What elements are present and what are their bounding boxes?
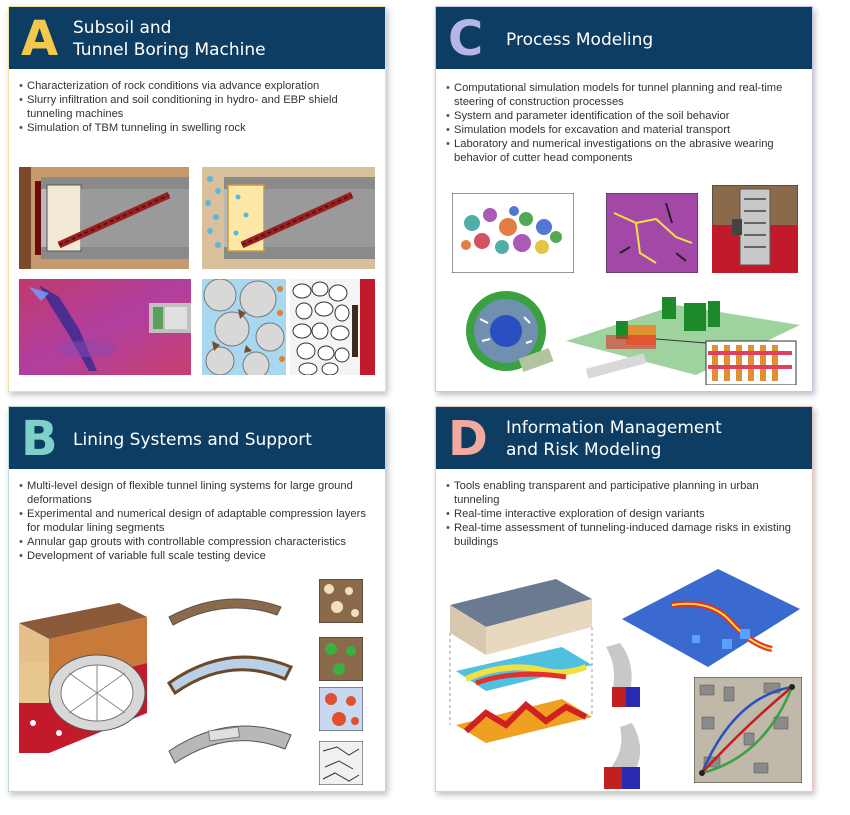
panel-b-title: Lining Systems and Support (73, 429, 312, 451)
material-sample-2 (319, 637, 363, 681)
panel-a-title-line-1: Subsoil and (73, 18, 172, 38)
panel-a-bullet-2: Slurry infiltration and soil conditionin… (19, 93, 375, 121)
tunnel-lining-block (19, 603, 147, 753)
lining-segment-brown (168, 598, 282, 626)
panel-d-letter: D (448, 411, 488, 467)
panel-c-title-line-1: Process Modeling (506, 30, 654, 50)
panel-a-title-line-2: Tunnel Boring Machine (73, 40, 266, 60)
exploration-heatmap (19, 279, 191, 375)
panel-d-bullet-3: Real-time assessment of tunneling-induce… (446, 521, 802, 549)
panel-d-bullets: Tools enabling transparent and participa… (446, 479, 802, 549)
panel-a-title: Subsoil and Tunnel Boring Machine (73, 17, 266, 61)
panel-b-bullet-1: Multi-level design of flexible tunnel li… (19, 479, 375, 507)
panel-b-title-line-1: Lining Systems and Support (73, 430, 312, 450)
panel-a-letter: A (21, 11, 59, 67)
panel-c-bullet-2: System and parameter identification of t… (446, 109, 802, 123)
material-sample-4 (319, 741, 363, 785)
panel-d-title-line-1: Information Management (506, 418, 722, 438)
panel-c: C Process Modeling Computational simulat… (435, 6, 813, 392)
cutter-head-model (466, 291, 554, 373)
settlement-map-3d (622, 569, 800, 667)
panel-c-bullet-4: Laboratory and numerical investigations … (446, 137, 802, 165)
tunnel-site-model (566, 297, 800, 385)
lining-segment-grey (168, 725, 292, 764)
panel-d-header: D Information Management and Risk Modeli… (436, 407, 812, 469)
panel-a-bullet-1: Characterization of rock conditions via … (19, 79, 375, 93)
panel-b-header: B Lining Systems and Support (9, 407, 385, 469)
material-sample-1 (319, 579, 363, 623)
tbm-illustration-2 (202, 167, 375, 269)
route-alignment-map (694, 677, 802, 783)
slurry-grain-model (202, 279, 286, 375)
panel-a-bullet-3: Simulation of TBM tunneling in swelling … (19, 121, 375, 135)
layered-city-model (449, 579, 593, 743)
panel-b: B Lining Systems and Support Multi-level… (8, 406, 386, 792)
panel-c-title: Process Modeling (506, 29, 653, 51)
panel-c-bullet-3: Simulation models for excavation and mat… (446, 123, 802, 137)
cutter-disc-model (712, 185, 798, 273)
panel-d-title: Information Management and Risk Modeling (506, 417, 722, 461)
lining-segment-blue (166, 655, 294, 696)
panel-b-bullet-2: Experimental and numerical design of ada… (19, 507, 375, 535)
material-sample-3 (319, 687, 363, 731)
tunnel-tube-2 (604, 723, 641, 789)
panel-a-bullets: Characterization of rock conditions via … (19, 79, 375, 135)
panel-b-bullet-3: Annular gap grouts with controllable com… (19, 535, 375, 549)
crack-simulation (606, 193, 698, 273)
panel-b-bullets: Multi-level design of flexible tunnel li… (19, 479, 375, 563)
panel-d-bullet-1: Tools enabling transparent and participa… (446, 479, 802, 507)
panel-c-bullet-1: Computational simulation models for tunn… (446, 81, 802, 109)
panel-c-bullets: Computational simulation models for tunn… (446, 81, 802, 165)
panel-b-letter: B (21, 411, 58, 467)
panel-c-letter: C (448, 11, 484, 67)
soil-particle-model (452, 193, 574, 273)
panel-a-header: A Subsoil and Tunnel Boring Machine (9, 7, 385, 69)
tbm-illustration-1 (19, 167, 189, 269)
swelling-rock-model (290, 279, 375, 375)
panel-d-title-line-2: and Risk Modeling (506, 440, 662, 460)
tunnel-tube-1 (606, 643, 640, 707)
panel-d-bullet-2: Real-time interactive exploration of des… (446, 507, 802, 521)
panel-b-bullet-4: Development of variable full scale testi… (19, 549, 375, 563)
panel-a: A Subsoil and Tunnel Boring Machine Char… (8, 6, 386, 392)
panel-d: D Information Management and Risk Modeli… (435, 406, 813, 792)
panel-c-header: C Process Modeling (436, 7, 812, 69)
